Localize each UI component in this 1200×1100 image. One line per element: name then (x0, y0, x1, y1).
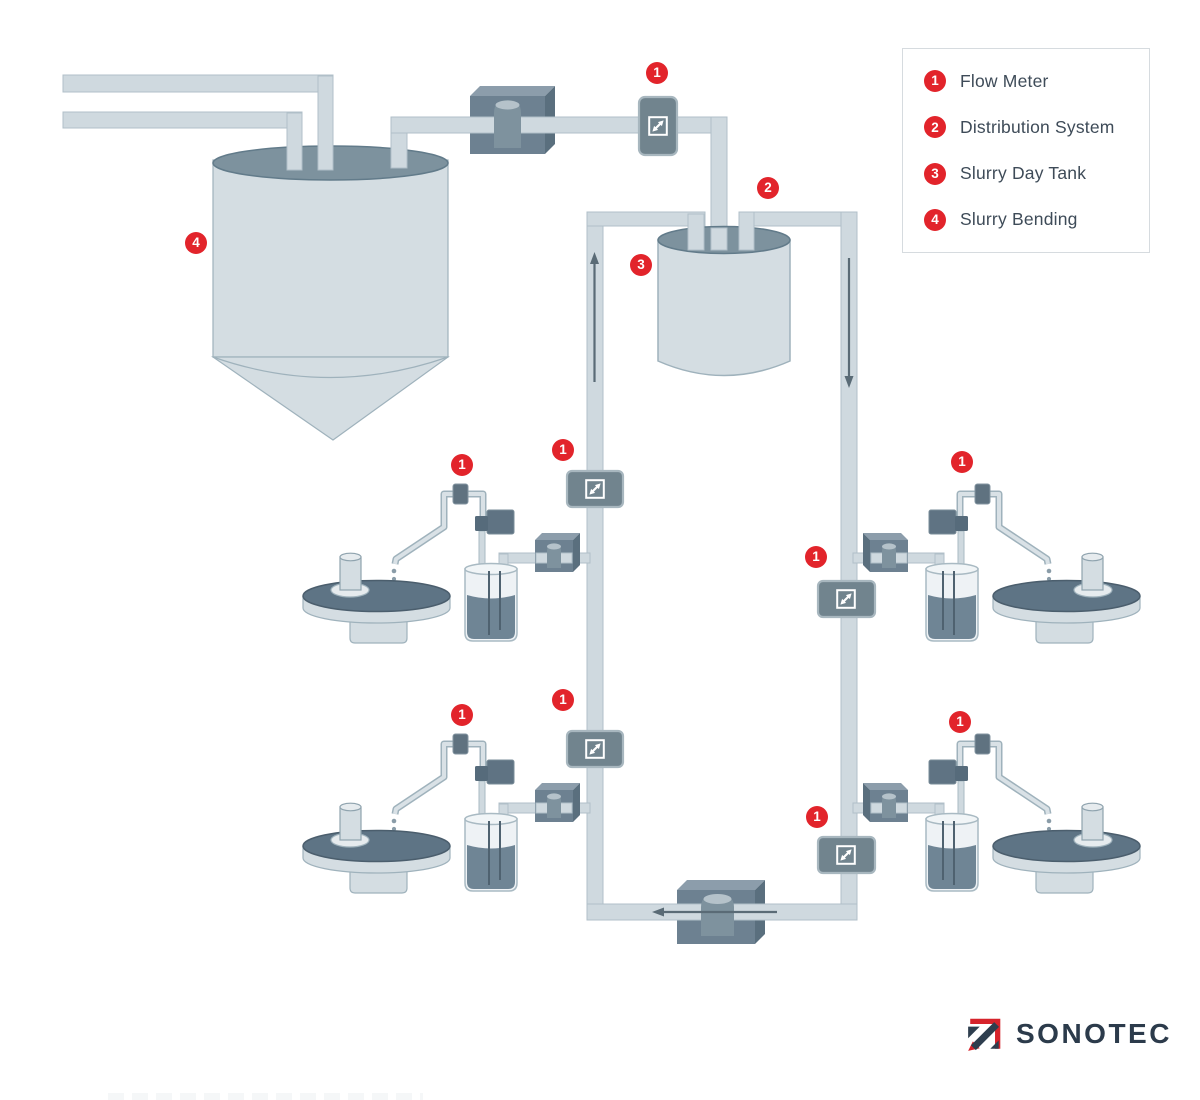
slurry-bending-tank (211, 145, 450, 441)
pump-dome-bottom (701, 894, 734, 936)
legend-badge-3: 3 (924, 162, 946, 185)
marker-loop-meter-top-left: 1 (552, 439, 574, 461)
flow-meter-loop-bottom-left (565, 729, 625, 769)
legend-label-slurry-bending: Slurry Bending (960, 209, 1078, 230)
logo-text: SONOTEC (1016, 1018, 1172, 1049)
station-top-right (853, 484, 1140, 643)
marker-loop-meter-top-right: 1 (805, 546, 827, 568)
legend-label-slurry-day-tank: Slurry Day Tank (960, 163, 1087, 184)
marker-slurry-bending: 4 (185, 232, 207, 254)
flow-meter-top (637, 95, 679, 157)
flow-meter-loop-top-left (565, 469, 625, 509)
legend: 1 Flow Meter 2 Distribution System 3 Slu… (902, 48, 1150, 253)
marker-loop-meter-bottom-left: 1 (552, 689, 574, 711)
marker-arm-meter-top-left: 1 (451, 454, 473, 476)
pump-dome-highlight (495, 100, 520, 110)
cropped-caption-artifact (108, 1093, 423, 1100)
marker-distribution-system: 2 (757, 177, 779, 199)
return-flow-arrow (652, 907, 777, 917)
station-top-left (303, 484, 590, 643)
flow-direction-arrows (590, 252, 854, 388)
marker-flow-meter-top: 1 (646, 62, 668, 84)
station-bottom-right (853, 734, 1140, 893)
marker-slurry-day-tank: 3 (630, 254, 652, 276)
marker-arm-meter-bottom-right: 1 (949, 711, 971, 733)
flow-meter-loop-top-right (816, 579, 877, 619)
slurry-day-tank (657, 211, 791, 377)
marker-loop-meter-bottom-right: 1 (806, 806, 828, 828)
feed-pipes (62, 74, 334, 171)
marker-arm-meter-top-right: 1 (951, 451, 973, 473)
legend-row-distribution-system: 2 Distribution System (924, 115, 1149, 139)
station-bottom-left (303, 734, 590, 893)
legend-row-flow-meter: 1 Flow Meter (924, 69, 1149, 93)
pump-dome-top (494, 100, 521, 148)
sonotec-mark-icon (968, 1018, 1001, 1051)
marker-arm-meter-bottom-left: 1 (451, 704, 473, 726)
legend-label-flow-meter: Flow Meter (960, 70, 1049, 91)
legend-badge-1: 1 (924, 70, 946, 92)
legend-label-distribution-system: Distribution System (960, 116, 1115, 137)
legend-badge-2: 2 (924, 116, 946, 139)
flow-meter-loop-bottom-right (816, 835, 877, 875)
sonotec-logo: SONOTEC (966, 1014, 1172, 1054)
legend-row-slurry-bending: 4 Slurry Bending (924, 208, 1149, 232)
legend-badge-4: 4 (924, 208, 946, 231)
pump-dome-highlight-bottom (703, 894, 732, 904)
legend-row-slurry-day-tank: 3 Slurry Day Tank (924, 162, 1149, 186)
